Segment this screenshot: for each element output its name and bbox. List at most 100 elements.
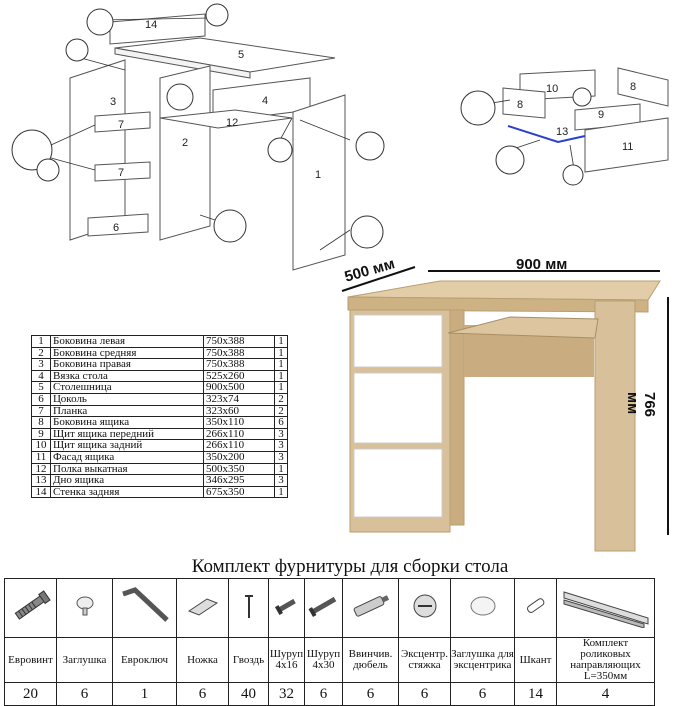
parts-cell-qty: 1	[274, 358, 288, 371]
parts-cell-qty: 6	[274, 416, 288, 429]
parts-cell-size: 350х200	[203, 450, 275, 464]
parts-cell-qty: 3	[274, 439, 288, 452]
width-dimension: 900 мм	[516, 256, 568, 273]
parts-cell-size: 900х500	[203, 381, 275, 394]
part-plinth	[87, 213, 149, 237]
svg-text:5: 5	[238, 49, 244, 61]
parts-cell-name: Дно ящика	[50, 474, 204, 487]
svg-text:4: 4	[262, 95, 268, 107]
drawer-side-left	[502, 87, 546, 119]
parts-cell-size: 323х60	[203, 404, 275, 418]
cap-icon	[56, 578, 113, 638]
hardware-count: 6	[398, 682, 451, 706]
parts-cell-name: Столешница	[50, 381, 204, 394]
svg-text:11: 11	[622, 141, 633, 153]
hardware-name: Ввинчив. дюбель	[342, 637, 399, 683]
parts-cell-size: 346х295	[203, 474, 275, 487]
wood-dowel-icon	[514, 578, 557, 638]
parts-cell-qty: 3	[274, 474, 288, 487]
hardware-count: 32	[268, 682, 305, 706]
parts-cell-num: 11	[31, 450, 51, 464]
hardware-title: Комплект фурнитуры для сборки стола	[191, 556, 509, 577]
hardware-count: 6	[342, 682, 399, 706]
foot-icon	[176, 578, 229, 638]
drawer-front-bottom	[353, 448, 443, 518]
parts-cell-name: Стенка задняя	[50, 485, 204, 499]
hardware-count: 6	[450, 682, 515, 706]
parts-cell-name: Боковина ящика	[50, 416, 204, 429]
nail-icon	[228, 578, 269, 638]
drawer-front-middle	[353, 372, 443, 444]
parts-cell-size: 266х110	[203, 427, 275, 441]
hardware-count: 6	[176, 682, 229, 706]
parts-cell-name: Цоколь	[50, 392, 204, 406]
parts-cell-qty: 2	[274, 404, 288, 418]
hardware-name: Заглушка для эксцентрика	[450, 637, 515, 683]
parts-cell-num: 9	[31, 427, 51, 441]
parts-cell-name: Боковина правая	[50, 358, 204, 371]
hardware-name: Шуруп 4х16	[268, 637, 305, 683]
parts-cell-qty: 1	[274, 346, 288, 360]
parts-cell-num: 8	[31, 416, 51, 429]
parts-cell-num: 6	[31, 392, 51, 406]
hardware-name: Шкант	[514, 637, 557, 683]
parts-cell-num: 13	[31, 474, 51, 487]
parts-cell-name: Вязка стола	[50, 369, 204, 383]
hardware-count: 4	[556, 682, 655, 706]
parts-cell-num: 4	[31, 369, 51, 383]
hardware-name: Комплект роликовых направляющих L=350мм	[556, 637, 655, 683]
part-rail-upper	[94, 111, 151, 133]
parts-cell-size: 525х260	[203, 369, 275, 383]
part-rail-lower	[94, 161, 151, 182]
svg-text:8: 8	[630, 81, 636, 93]
hardware-name: Шуруп 4х30	[304, 637, 343, 683]
parts-cell-size: 350х110	[203, 416, 275, 429]
svg-text:13: 13	[556, 126, 568, 138]
screw-long-icon	[304, 578, 343, 638]
parts-cell-num: 2	[31, 346, 51, 360]
part-side-left	[292, 94, 346, 271]
part-back-panel	[109, 13, 206, 45]
screw-short-icon	[268, 578, 305, 638]
parts-cell-size: 750х388	[203, 346, 275, 360]
desk-illustration	[341, 266, 669, 552]
parts-cell-num: 12	[31, 462, 51, 476]
cam-cap-icon	[450, 578, 515, 638]
parts-cell-name: Планка	[50, 404, 204, 418]
parts-cell-size: 675х350	[203, 485, 275, 499]
hardware-name: Гвоздь	[228, 637, 269, 683]
svg-text:7: 7	[118, 167, 124, 179]
svg-text:6: 6	[113, 222, 119, 234]
parts-cell-num: 5	[31, 381, 51, 394]
parts-cell-qty: 1	[274, 335, 288, 348]
parts-cell-name: Фасад ящика	[50, 450, 204, 464]
hex-key-icon	[112, 578, 177, 638]
svg-text:8: 8	[517, 99, 523, 111]
parts-cell-name: Щит ящика передний	[50, 427, 204, 441]
parts-cell-name: Щит ящика задний	[50, 439, 204, 452]
height-dimension: 766 мм	[624, 392, 658, 418]
svg-text:10: 10	[546, 83, 558, 95]
hardware-count: 6	[304, 682, 343, 706]
parts-cell-qty: 2	[274, 392, 288, 406]
eurobolt-icon	[4, 578, 57, 638]
parts-cell-size: 500х350	[203, 462, 275, 476]
hardware-name: Эксцентр. стяжка	[398, 637, 451, 683]
drawer-side-right	[617, 67, 669, 107]
drawer-front-top	[353, 314, 443, 368]
parts-cell-qty: 1	[274, 462, 288, 476]
parts-cell-qty: 3	[274, 450, 288, 464]
parts-cell-name: Боковина средняя	[50, 346, 204, 360]
drawer-slides-icon	[556, 578, 655, 638]
parts-cell-qty: 3	[274, 427, 288, 441]
